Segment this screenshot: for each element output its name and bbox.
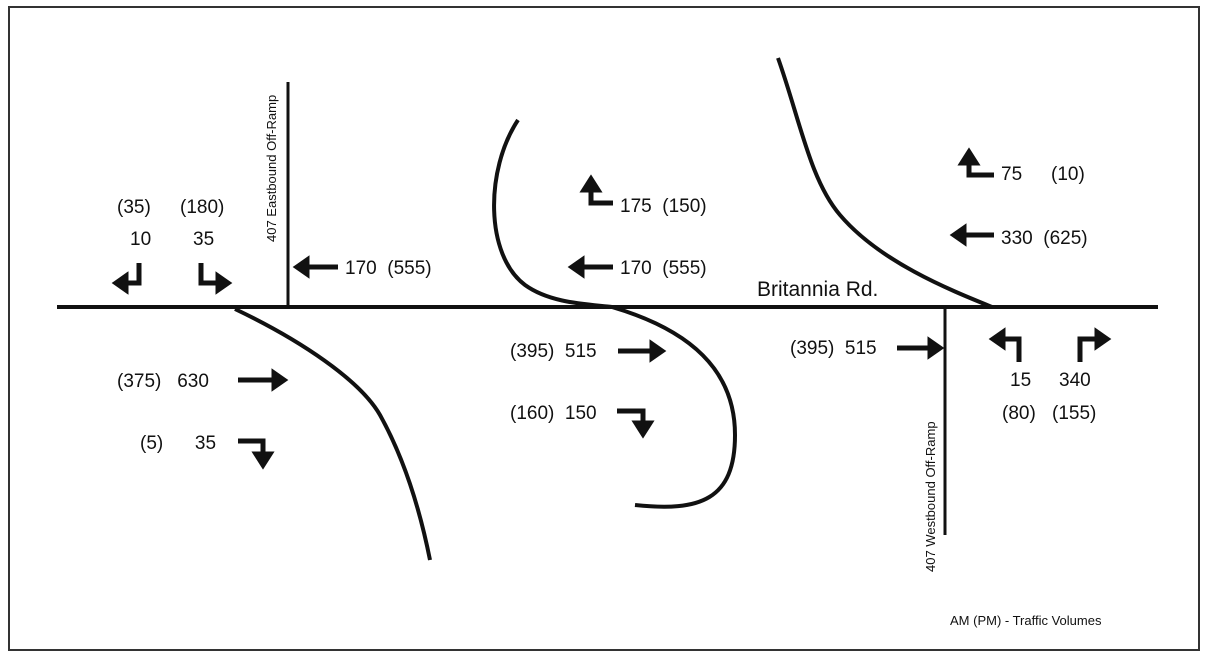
ne-ramp-curve — [776, 57, 993, 309]
diagram-frame — [8, 6, 1200, 651]
arrow-eb-west-through — [238, 368, 289, 392]
vol-wb-east-left: 75 — [1001, 164, 1023, 185]
vol-eb-ramp-left-am: 10 — [130, 229, 152, 250]
vol-wb-mid-left: 175 (150) — [620, 196, 707, 217]
arrow-wb-east-through — [949, 223, 994, 247]
road-label-britannia: Britannia Rd. — [757, 278, 879, 301]
vol-eb-east-through: (395) 515 — [790, 338, 877, 359]
legend-traffic-volumes: AM (PM) - Traffic Volumes — [950, 613, 1102, 628]
arrow-eb-ramp-left — [111, 263, 142, 295]
ramp-label-eastbound: 407 Eastbound Off-Ramp — [264, 94, 279, 242]
vol-eb-ramp-right-am: 35 — [193, 229, 215, 250]
arrow-eb-ramp-right — [198, 263, 233, 295]
vol-wb-east-through: 330 (625) — [1001, 228, 1088, 249]
vol-eb-mid-right: (160) 150 — [510, 403, 597, 424]
arrow-eb-east-through — [897, 336, 945, 360]
vol-eb-ramp-right-pm: (180) — [180, 197, 225, 218]
arrow-wb-ramp-left — [988, 327, 1022, 362]
center-loop-lower-curve — [611, 305, 738, 509]
vol-wb-mid-through: 170 (555) — [620, 258, 707, 279]
arrow-eb-west-right — [238, 438, 275, 470]
vol-eb-ramp-left-pm: (35) — [117, 197, 151, 218]
vol-wb-ramp-left-pm: (80) — [1002, 403, 1036, 424]
arrow-eb-mid-through — [618, 339, 667, 363]
ramp-label-westbound: 407 Westbound Off-Ramp — [923, 421, 938, 572]
arrow-wb-east-left — [957, 147, 994, 178]
vol-wb-west-of-eb-ramp: 170 (555) — [345, 258, 432, 279]
arrow-eb-mid-right — [617, 408, 655, 439]
vol-wb-ramp-left-am: 15 — [1010, 370, 1032, 391]
center-loop-upper-curve — [492, 118, 613, 309]
sw-ramp-curve — [234, 307, 432, 561]
arrow-wb-mid-left — [579, 174, 613, 206]
vol-eb-west-through: (375) 630 — [117, 371, 209, 392]
vol-eb-mid-through: (395) 515 — [510, 341, 597, 362]
vol-eb-west-right: (5) 35 — [140, 433, 217, 454]
arrow-wb-mid-through — [567, 255, 613, 279]
vol-wb-ramp-right-am: 340 — [1059, 370, 1091, 391]
arrow-wb-ramp-right — [1077, 327, 1112, 362]
arrow-wb-through-west — [292, 255, 338, 279]
vol-wb-ramp-right-pm: (155) — [1052, 403, 1097, 424]
vol-wb-east-left-pm: (10) — [1051, 164, 1085, 185]
